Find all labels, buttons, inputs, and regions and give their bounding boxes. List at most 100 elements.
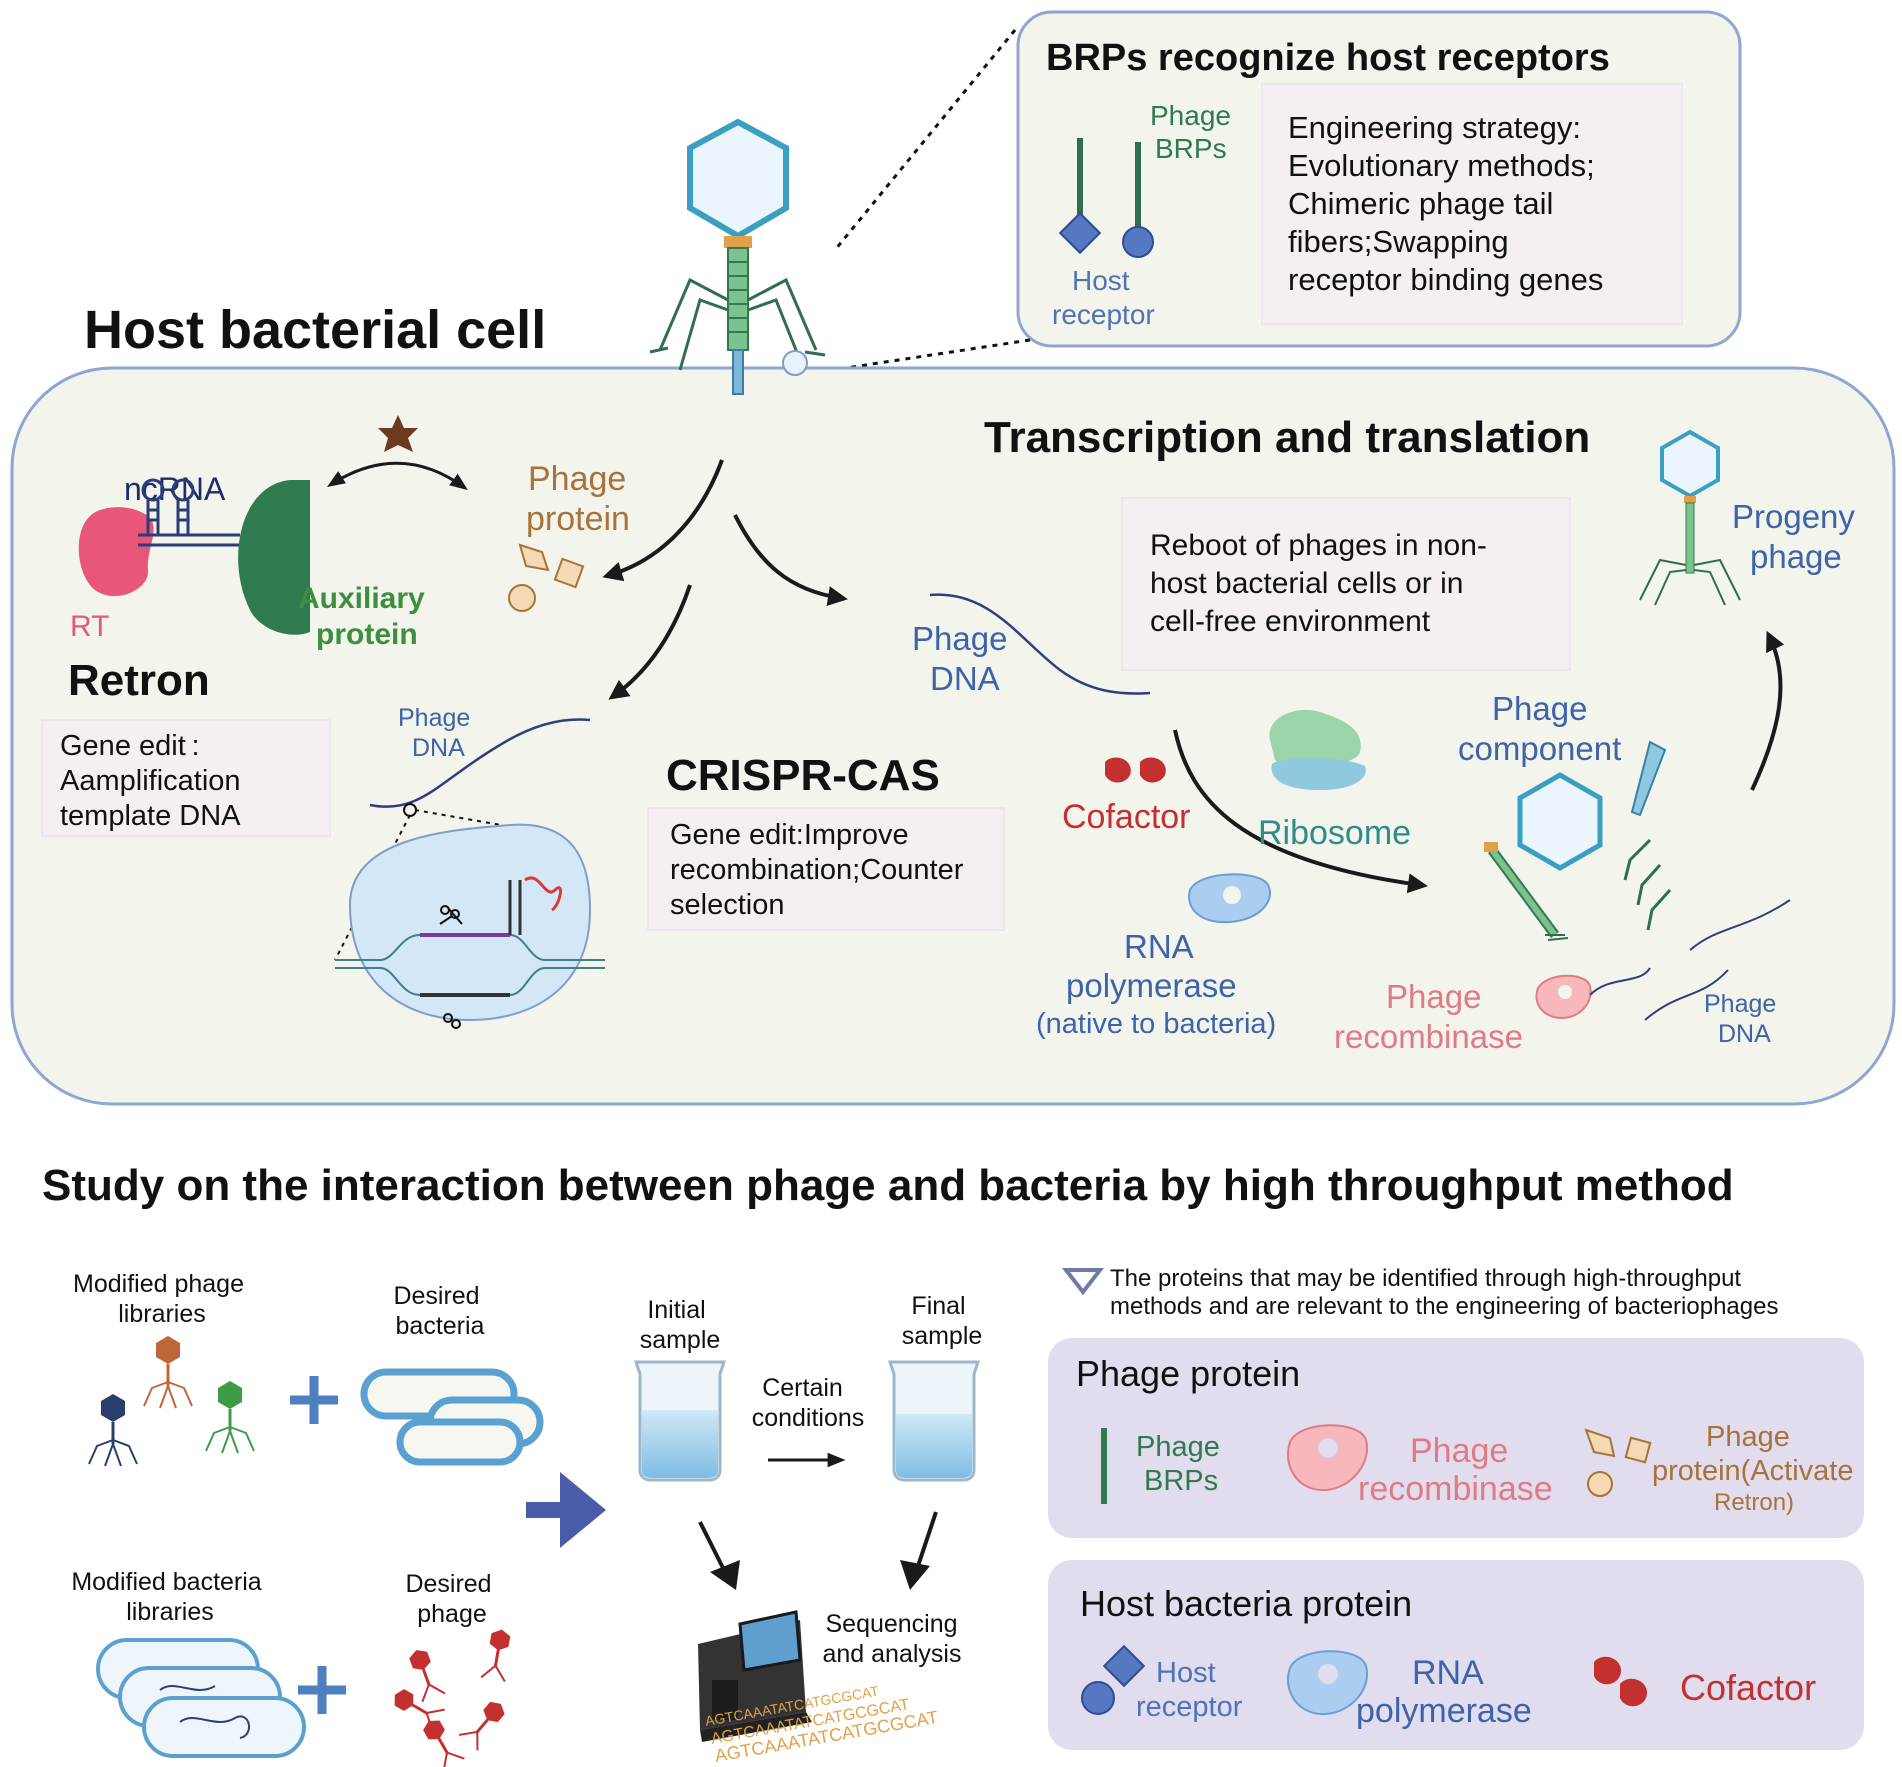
bottom-title: Study on the interaction between phage a… bbox=[42, 1161, 1734, 1210]
activation-arrow bbox=[326, 461, 468, 491]
plus-icon bbox=[290, 1376, 338, 1424]
guide-rna-hairpin bbox=[524, 876, 563, 912]
legend-note: The proteins that may be identified thro… bbox=[1110, 1265, 1778, 1320]
auxiliary-label: Auxiliary protein bbox=[298, 582, 433, 651]
host-cell-title: Host bacterial cell bbox=[84, 300, 546, 360]
progeny-phage-label: Progeny phage bbox=[1732, 498, 1864, 575]
ncrna-icon bbox=[138, 478, 300, 547]
phage-dna-mid-label: Phage DNA bbox=[912, 620, 1017, 697]
dna-fragment-1 bbox=[1644, 969, 1729, 1021]
modified-bacteria-label: Modified bacteria libraries bbox=[71, 1568, 268, 1626]
final-sample-label: Final sample bbox=[902, 1292, 983, 1350]
phage-library-icon bbox=[88, 1336, 255, 1467]
ribosome-label: Ribosome bbox=[1258, 814, 1411, 852]
progeny-phage-icon bbox=[1639, 429, 1741, 606]
initial-beaker-icon bbox=[633, 1360, 727, 1482]
recombinase-dna-strand bbox=[1589, 967, 1651, 996]
arrow-to-progeny bbox=[1750, 630, 1785, 791]
rna-polymerase-label: RNA polymerase (native to bacteria) bbox=[1036, 928, 1276, 1040]
crispr-box-text: Gene edit:Improve recombination;Counter … bbox=[670, 819, 971, 921]
panel2-cofactor-label: Cofactor bbox=[1680, 1667, 1816, 1708]
dna-fragment-2 bbox=[1689, 899, 1791, 951]
panel1-brps-label: Phage BRPs bbox=[1136, 1431, 1228, 1497]
arrow-to-protein bbox=[602, 459, 724, 582]
ncrna-label: ncRNA bbox=[124, 471, 226, 507]
host-receptor-icon bbox=[1058, 138, 1102, 255]
host-protein-panel bbox=[1048, 1560, 1864, 1750]
panel2-rna-pol-icon bbox=[1286, 1650, 1369, 1716]
phage-component-label: Phage component bbox=[1458, 690, 1621, 767]
phage-icon bbox=[649, 118, 826, 395]
combine-arrow bbox=[526, 1472, 606, 1548]
phage-component-icon bbox=[1484, 740, 1672, 941]
ribosome-icon bbox=[1269, 709, 1366, 790]
phage-brp-icon bbox=[1122, 142, 1154, 258]
plus-icon-2 bbox=[298, 1666, 346, 1714]
inset-title: BRPs recognize host receptors bbox=[1046, 37, 1610, 79]
host-receptor-label: Host receptor bbox=[1052, 265, 1155, 330]
desired-bacteria-label: Desired bacteria bbox=[393, 1282, 486, 1340]
initial-sample-label: Initial sample bbox=[640, 1296, 721, 1354]
panel2-receptor-label: Host receptor bbox=[1136, 1657, 1243, 1723]
cofactor-label: Cofactor bbox=[1062, 798, 1191, 836]
bacteria-icon bbox=[360, 1368, 544, 1466]
sequencing-label: Sequencing and analysis bbox=[823, 1610, 965, 1668]
panel1-recombinase-label: Phage recombinase bbox=[1358, 1432, 1553, 1508]
panel1-title: Phage protein bbox=[1076, 1353, 1300, 1394]
signal-molecule-icon bbox=[378, 415, 418, 452]
crispr-module: Phage DNA CRISPR-CAS Gene edit:Improve r… bbox=[334, 704, 1005, 1029]
scissors-icon bbox=[439, 905, 463, 1029]
dna-duplex bbox=[335, 880, 605, 997]
triangle-icon bbox=[1061, 1268, 1105, 1296]
final-beaker-icon bbox=[887, 1360, 981, 1482]
conditions-label: Certain conditions bbox=[752, 1374, 865, 1432]
phage-dna-mid-strand bbox=[929, 593, 1151, 695]
retron-box bbox=[41, 719, 331, 837]
reboot-box-text: Reboot of phages in non- host bacterial … bbox=[1150, 529, 1495, 638]
zoom-dash-2 bbox=[414, 809, 531, 831]
phage-brps-label: Phage BRPs bbox=[1150, 100, 1239, 164]
panel1-protein-label: Phage protein(Activate Retron) bbox=[1652, 1421, 1858, 1516]
arrow-to-transcription bbox=[733, 514, 848, 606]
phage-dna-small-label: Phage DNA bbox=[398, 704, 477, 762]
strategy-text: Engineering strategy: Evolutionary metho… bbox=[1288, 110, 1603, 297]
phage-protein-panel bbox=[1048, 1338, 1864, 1538]
cas-protein-blob bbox=[348, 823, 592, 1022]
panel2-cofactor-icon bbox=[1594, 1656, 1648, 1707]
strategy-box bbox=[1261, 83, 1683, 325]
rna-polymerase-icon bbox=[1188, 873, 1271, 924]
modified-phage-label: Modified phage libraries bbox=[73, 1270, 251, 1328]
phage-protein-icon bbox=[508, 543, 585, 612]
panel1-protein-icon bbox=[1584, 1428, 1652, 1497]
crispr-title: CRISPR-CAS bbox=[666, 751, 940, 800]
phage-dna-strand bbox=[369, 718, 591, 808]
retron-title: Retron bbox=[68, 656, 210, 705]
retron-module: ncRNA RT Auxiliary protein Retron Gene e… bbox=[41, 471, 433, 837]
receptor-inset: BRPs recognize host receptors Phage BRPs… bbox=[1016, 10, 1742, 348]
panel2-title: Host bacteria protein bbox=[1080, 1583, 1412, 1624]
rt-label: RT bbox=[70, 610, 109, 643]
panel2-receptor-icon bbox=[1081, 1644, 1146, 1715]
transcription-title: Transcription and translation bbox=[984, 413, 1590, 462]
desired-phage-label: Desired phage bbox=[405, 1570, 498, 1628]
down-arrow-1 bbox=[698, 1521, 740, 1590]
crispr-box bbox=[647, 807, 1005, 931]
rt-protein-icon bbox=[78, 507, 154, 597]
zoom-line-upper bbox=[833, 29, 1017, 251]
phage-protein-label: Phage protein bbox=[526, 460, 636, 538]
panel1-recombinase-icon bbox=[1286, 1424, 1369, 1492]
sequencer-icon bbox=[698, 1610, 812, 1742]
phage-dna-right-label: Phage DNA bbox=[1704, 990, 1783, 1048]
cofactor-icon bbox=[1105, 757, 1166, 783]
arrow-to-assembly bbox=[1173, 729, 1428, 894]
reboot-box bbox=[1121, 497, 1571, 671]
down-arrow-2 bbox=[900, 1511, 938, 1590]
bacteria-library-icon bbox=[96, 1638, 306, 1758]
phage-recombinase-label: Phage recombinase bbox=[1334, 978, 1523, 1055]
retron-box-text: Gene edit : Aamplification template DNA bbox=[60, 730, 249, 832]
panel2-rna-pol-label: RNA polymerase bbox=[1356, 1654, 1532, 1730]
auxiliary-protein-icon bbox=[238, 480, 310, 635]
desired-phage-icon bbox=[394, 1629, 511, 1767]
arrow-to-crispr bbox=[608, 584, 692, 700]
